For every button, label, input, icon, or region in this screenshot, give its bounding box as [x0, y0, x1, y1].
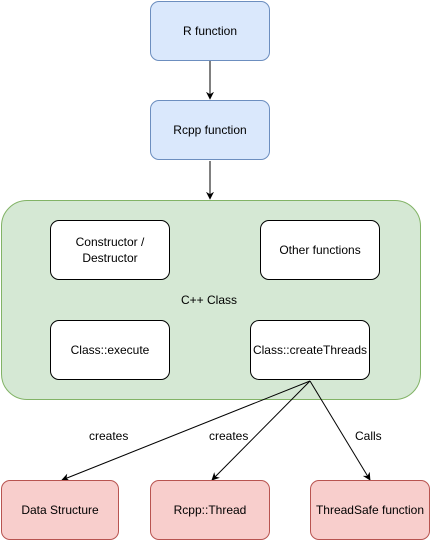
rcpp-thread-node[interactable]: Rcpp::Thread: [150, 480, 270, 540]
edge-label-creates-rcpp-thread: creates: [209, 429, 249, 443]
arrow-to-threadsafe-function: [309, 380, 371, 481]
other-functions-node[interactable]: Other functions: [260, 220, 380, 280]
data-structure-node[interactable]: Data Structure: [1, 480, 119, 540]
class-execute-node[interactable]: Class::execute: [50, 320, 170, 380]
rcpp-function-node[interactable]: Rcpp function: [150, 100, 270, 160]
edge-label-calls: Calls: [355, 429, 382, 443]
class-create-threads-node[interactable]: Class::createThreads: [250, 320, 370, 380]
r-function-node[interactable]: R function: [150, 1, 270, 61]
cpp-class-label: C++ Class: [181, 293, 238, 307]
edge-label-creates-data-structure: creates: [89, 429, 129, 443]
constructor-destructor-node[interactable]: Constructor / Destructor: [50, 220, 170, 280]
arrow-to-rcpp-thread: [211, 380, 311, 481]
arrow-to-data-structure: [61, 380, 311, 482]
threadsafe-function-node[interactable]: ThreadSafe function: [310, 480, 430, 540]
